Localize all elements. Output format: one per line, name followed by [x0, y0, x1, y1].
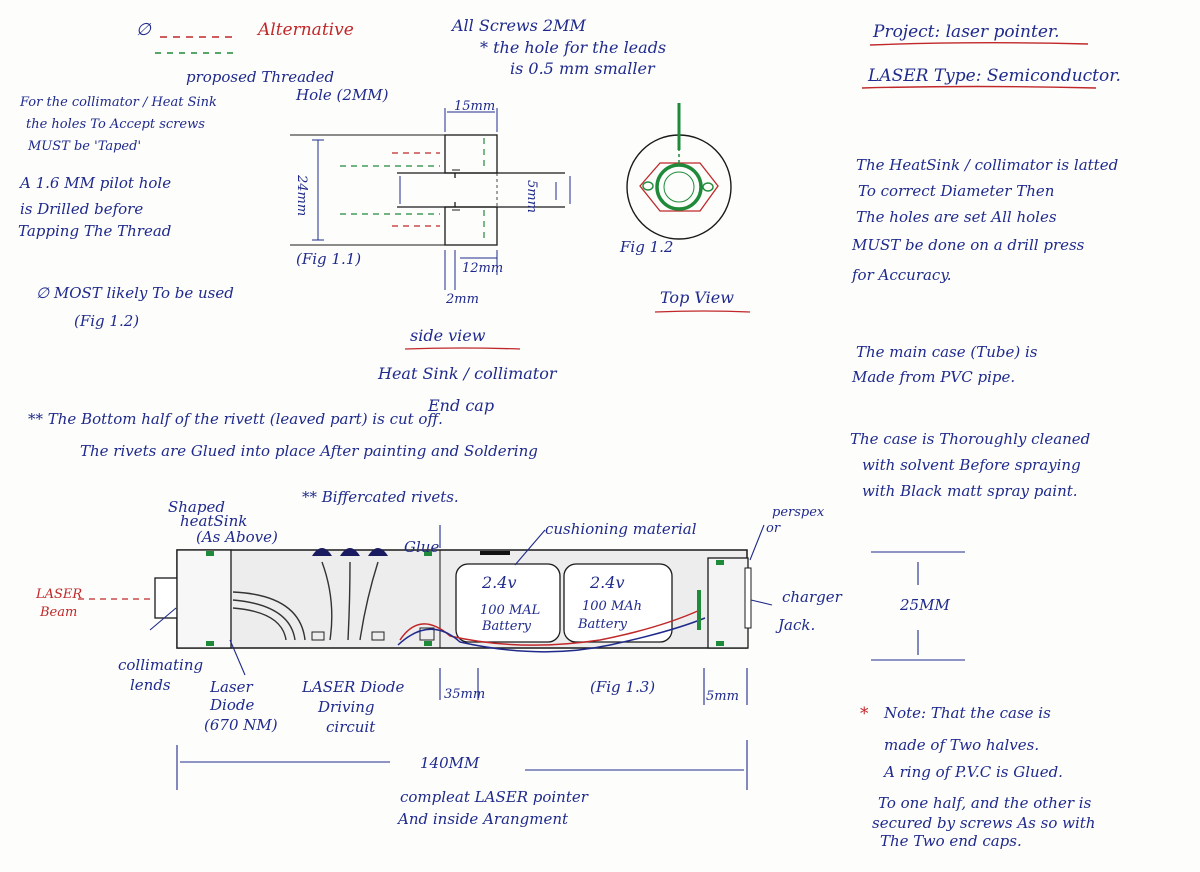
diagram-dimension-lines	[149, 524, 965, 790]
screws-note-line3: is 0.5 mm smaller	[510, 59, 655, 78]
fig11-caption: (Fig 1.1)	[296, 250, 362, 268]
heatsink-note-line1: The HeatSink / collimator is latted	[856, 156, 1119, 174]
side-view-label: side view	[410, 326, 486, 345]
heatsink-note-line4: MUST be done on a drill press	[852, 236, 1085, 254]
top-view-label: Top View	[660, 288, 734, 307]
driver-circuit-label3: circuit	[326, 718, 376, 736]
battery2-name: Battery	[578, 617, 628, 632]
threaded-hole-label2: Hole (2MM)	[296, 86, 389, 104]
laser-type: LASER Type: Semiconductor.	[868, 66, 1121, 86]
laser-diode-label2: Diode	[210, 696, 255, 714]
shaped-heatsink-line3: (As Above)	[196, 528, 278, 546]
collimator-note-line1: For the collimator / Heat Sink	[20, 95, 217, 110]
fig11-green-hole-lines	[340, 138, 485, 242]
perspex-label2: or	[766, 521, 781, 536]
shaped-heatsink-line1: Shaped	[168, 498, 225, 516]
laser-beam-label1: LASER	[36, 587, 83, 602]
pilot-hole-line2: is Drilled before	[20, 200, 144, 218]
project-title: Project: laser pointer.	[873, 22, 1060, 42]
case-note-line2: Made from PVC pipe.	[852, 368, 1016, 386]
rivet-note-line2: The rivets are Glued into place After pa…	[80, 442, 538, 460]
battery2-capacity: 100 MAh	[582, 599, 643, 614]
battery1-name: Battery	[482, 619, 532, 634]
collimating-lens-label2: lends	[130, 676, 171, 694]
end-cap-label: End cap	[428, 396, 495, 415]
diagram-caption2: And inside Arangment	[398, 810, 569, 828]
pilot-hole-line1: A 1.6 MM pilot hole	[20, 174, 172, 192]
side-view-underline	[404, 347, 521, 350]
likely-used-line1: ∅ MOST likely To be used	[36, 284, 234, 302]
note-star: *	[860, 704, 869, 724]
note-line4: To one half, and the other is	[878, 794, 1092, 812]
driver-circuit-label1: LASER Diode	[302, 678, 405, 696]
fig11-dim-left: 24mm	[294, 175, 309, 217]
dim-5mm: 5mm	[706, 689, 739, 704]
likely-used-line2: (Fig 1.2)	[74, 312, 140, 330]
heatsink-note-line2: To correct Diameter Then	[858, 182, 1055, 200]
screws-note-line2: * the hole for the leads	[480, 38, 667, 57]
bifurcated-rivets-label: ** Biffercated rivets.	[302, 488, 459, 506]
legend-symbol: ∅	[136, 20, 151, 40]
laser-beam-label2: Beam	[40, 605, 78, 620]
perspex-label1: perspex	[772, 505, 825, 520]
diagram-caption1: compleat LASER pointer	[400, 788, 588, 806]
heatsink-collimator-label: Heat Sink / collimator	[378, 364, 557, 383]
collimator-note-line3: MUST be 'Taped'	[28, 139, 142, 154]
clean-note-line3: with Black matt spray paint.	[862, 482, 1078, 500]
laser-type-underline	[861, 85, 1097, 89]
fig12-drawing	[626, 103, 732, 240]
laser-diode-label1: Laser	[210, 678, 253, 696]
project-underline	[869, 42, 1089, 46]
rivet-note-line1: ** The Bottom half of the rivett (leaved…	[28, 410, 443, 428]
clean-note-line2: with solvent Before spraying	[862, 456, 1081, 474]
threaded-hole-label1: proposed Threaded	[186, 68, 335, 86]
rivet-heads	[312, 548, 388, 556]
fig11-dim-bottom-left: 2mm	[446, 292, 479, 307]
wiring	[397, 609, 706, 653]
clean-note-line1: The case is Thoroughly cleaned	[850, 430, 1091, 448]
cushioning-label: cushioning material	[545, 520, 697, 538]
screws-note-line1: All Screws 2MM	[452, 16, 586, 35]
fig11-dimension-lines	[312, 108, 571, 290]
laser-diode-label3: (670 NM)	[204, 716, 278, 734]
driver-circuit-label2: Driving	[318, 698, 375, 716]
charger-jack-label2: Jack.	[778, 616, 816, 634]
note-line1: Note: That the case is	[884, 704, 1051, 722]
pilot-hole-line3: Tapping The Thread	[18, 222, 172, 240]
dim-35mm: 35mm	[444, 687, 486, 702]
fig11-dim-top: 15mm	[454, 99, 496, 114]
heatsink-note-line3: The holes are set All holes	[856, 208, 1057, 226]
battery-pack	[455, 563, 673, 643]
glue-label: Glue	[404, 538, 440, 556]
fig11-dim-right: 5mm	[524, 180, 539, 213]
total-length-label: 140MM	[420, 754, 480, 772]
battery2-voltage: 2.4v	[590, 573, 625, 592]
charger-jack-label1: charger	[782, 588, 842, 606]
note-line5: secured by screws As so with	[872, 814, 1096, 832]
diode-leads	[232, 561, 379, 641]
battery1-capacity: 100 MAL	[480, 603, 541, 618]
heatsink-note-line5: for Accuracy.	[852, 266, 952, 284]
fig12-caption: Fig 1.2	[620, 238, 674, 256]
shaped-heatsink-line2: heatSink	[180, 512, 248, 530]
fig11-drawing	[290, 134, 565, 246]
fig11-dim-bottom-right: 12mm	[462, 261, 504, 276]
legend-alternative-label: Alternative	[258, 20, 354, 40]
battery1-voltage: 2.4v	[482, 573, 517, 592]
top-view-underline	[654, 310, 751, 313]
note-line6: The Two end caps.	[880, 832, 1022, 850]
fig11-red-hole-lines	[392, 152, 440, 227]
case-note-line1: The main case (Tube) is	[856, 343, 1038, 361]
note-line3: A ring of P.V.C is Glued.	[884, 763, 1063, 781]
diameter-25mm: 25MM	[900, 596, 950, 614]
fig13-caption: (Fig 1.3)	[590, 678, 656, 696]
driver-circuit	[311, 627, 435, 641]
note-line2: made of Two halves.	[884, 736, 1040, 754]
green-screws	[206, 551, 724, 646]
collimating-lens-label1: collimating	[118, 656, 204, 674]
collimator-note-line2: the holes To Accept screws	[26, 117, 205, 132]
